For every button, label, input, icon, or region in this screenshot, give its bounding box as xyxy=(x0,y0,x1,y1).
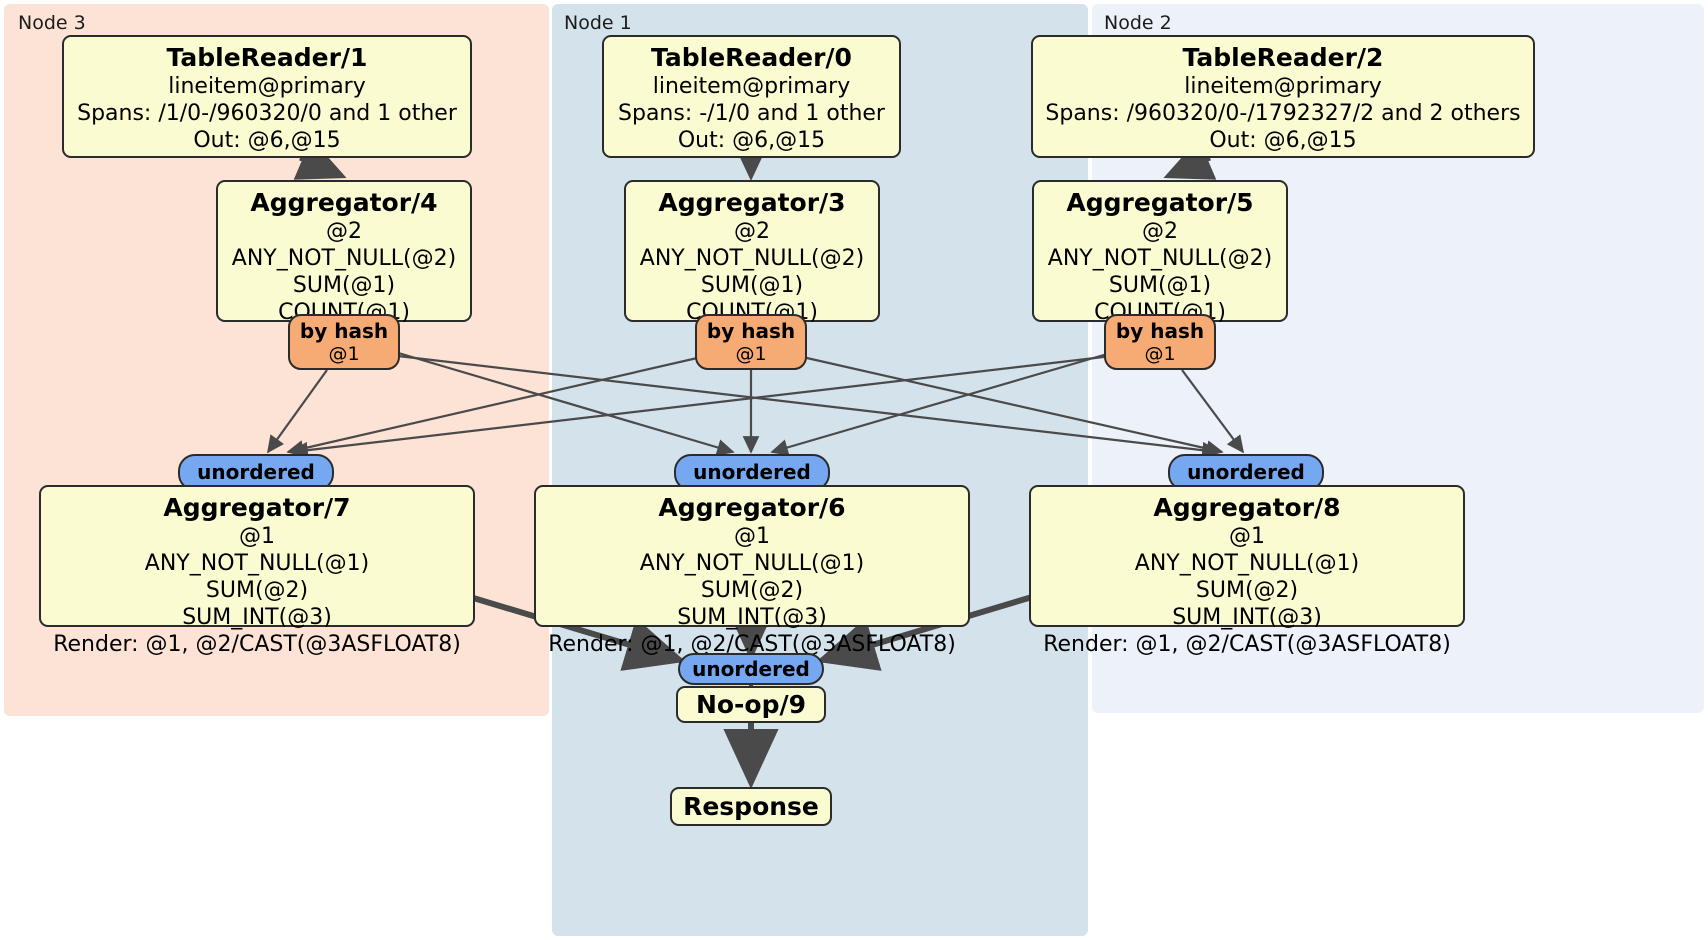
processor-tablereader0[interactable]: TableReader/0 lineitem@primary Spans: -/… xyxy=(602,35,901,158)
processor-line: @2 xyxy=(1142,219,1178,244)
processor-line: lineitem@primary xyxy=(1184,74,1382,99)
badge-kind-label: by hash xyxy=(706,318,796,343)
processor-title: No-op/9 xyxy=(695,690,807,719)
processor-aggregator3[interactable]: Aggregator/3 @2 ANY_NOT_NULL(@2) SUM(@1)… xyxy=(624,180,880,325)
badge-key-label: @1 xyxy=(328,342,360,365)
processor-line: SUM(@2) xyxy=(205,578,309,603)
processor-line: SUM(@1) xyxy=(292,273,396,298)
badge-kind-label: unordered xyxy=(692,656,810,681)
processor-title: Aggregator/7 xyxy=(163,493,351,522)
processor-line: lineitem@primary xyxy=(652,74,851,99)
processor-line: @2 xyxy=(326,219,362,244)
processor-line: SUM(@1) xyxy=(1108,273,1212,298)
badge-key-label: @1 xyxy=(735,342,767,365)
processor-line: ANY_NOT_NULL(@1) xyxy=(144,551,370,576)
processor-line: Render: @1, @2/CAST(@3ASFLOAT8) xyxy=(53,632,461,657)
processor-line: @1 xyxy=(239,524,275,549)
processor-response[interactable]: Response xyxy=(670,787,832,826)
output-badge-by-hash-right[interactable]: by hash @1 xyxy=(1104,314,1216,370)
badge-kind-label: unordered xyxy=(197,460,315,484)
processor-line: Out: @6,@15 xyxy=(193,128,341,153)
processor-line: SUM_INT(@3) xyxy=(1172,605,1322,630)
processor-aggregator7[interactable]: Aggregator/7 @1 ANY_NOT_NULL(@1) SUM(@2)… xyxy=(39,485,475,657)
processor-line: Spans: /1/0-/960320/0 and 1 other xyxy=(77,101,457,126)
processor-tablereader1[interactable]: TableReader/1 lineitem@primary Spans: /1… xyxy=(62,35,472,158)
processor-line: Spans: -/1/0 and 1 other xyxy=(618,101,885,126)
processor-line: ANY_NOT_NULL(@2) xyxy=(1047,246,1273,271)
processor-line: lineitem@primary xyxy=(168,74,366,99)
badge-kind-label: unordered xyxy=(1187,460,1305,484)
output-badge-by-hash-left[interactable]: by hash @1 xyxy=(288,314,400,370)
processor-title: Response xyxy=(683,792,819,821)
processor-title: Aggregator/6 xyxy=(658,493,846,522)
processor-aggregator6[interactable]: Aggregator/6 @1 ANY_NOT_NULL(@1) SUM(@2)… xyxy=(534,485,970,657)
input-badge-unordered-right[interactable]: unordered xyxy=(1168,454,1324,491)
node-panel-label-node3: Node 3 xyxy=(18,12,86,34)
node-panel-label-node2: Node 2 xyxy=(1104,12,1172,34)
input-badge-unordered-final[interactable]: unordered xyxy=(678,653,824,685)
processor-line: SUM(@2) xyxy=(700,578,804,603)
processor-line: @1 xyxy=(734,524,770,549)
processor-line: SUM_INT(@3) xyxy=(677,605,827,630)
processor-line: @1 xyxy=(1229,524,1265,549)
badge-kind-label: by hash xyxy=(299,318,389,343)
processor-line: SUM(@1) xyxy=(700,273,804,298)
processor-tablereader2[interactable]: TableReader/2 lineitem@primary Spans: /9… xyxy=(1031,35,1535,158)
processor-title: TableReader/2 xyxy=(1182,43,1384,72)
processor-title: Aggregator/4 xyxy=(250,188,438,217)
processor-line: SUM_INT(@3) xyxy=(182,605,332,630)
badge-key-label: @1 xyxy=(1144,342,1176,365)
badge-kind-label: unordered xyxy=(693,460,811,484)
processor-title: Aggregator/8 xyxy=(1153,493,1341,522)
processor-aggregator4[interactable]: Aggregator/4 @2 ANY_NOT_NULL(@2) SUM(@1)… xyxy=(216,180,472,325)
processor-line: ANY_NOT_NULL(@1) xyxy=(639,551,865,576)
node-panel-label-node1: Node 1 xyxy=(564,12,632,34)
processor-title: TableReader/0 xyxy=(651,43,852,72)
processor-line: Spans: /960320/0-/1792327/2 and 2 others xyxy=(1045,101,1521,126)
processor-title: Aggregator/3 xyxy=(658,188,846,217)
processor-line: ANY_NOT_NULL(@1) xyxy=(1134,551,1360,576)
processor-title: TableReader/1 xyxy=(166,43,368,72)
processor-line: ANY_NOT_NULL(@2) xyxy=(231,246,457,271)
processor-aggregator5[interactable]: Aggregator/5 @2 ANY_NOT_NULL(@2) SUM(@1)… xyxy=(1032,180,1288,325)
processor-line: SUM(@2) xyxy=(1195,578,1299,603)
processor-title: Aggregator/5 xyxy=(1066,188,1254,217)
processor-line: Render: @1, @2/CAST(@3ASFLOAT8) xyxy=(548,632,956,657)
processor-line: Out: @6,@15 xyxy=(1209,128,1357,153)
processor-noop9[interactable]: No-op/9 xyxy=(676,686,826,723)
processor-line: Render: @1, @2/CAST(@3ASFLOAT8) xyxy=(1043,632,1451,657)
processor-aggregator8[interactable]: Aggregator/8 @1 ANY_NOT_NULL(@1) SUM(@2)… xyxy=(1029,485,1465,657)
processor-line: Out: @6,@15 xyxy=(677,128,826,153)
processor-line: ANY_NOT_NULL(@2) xyxy=(639,246,865,271)
processor-line: @2 xyxy=(734,219,770,244)
output-badge-by-hash-center[interactable]: by hash @1 xyxy=(695,314,807,370)
badge-kind-label: by hash xyxy=(1115,318,1205,343)
